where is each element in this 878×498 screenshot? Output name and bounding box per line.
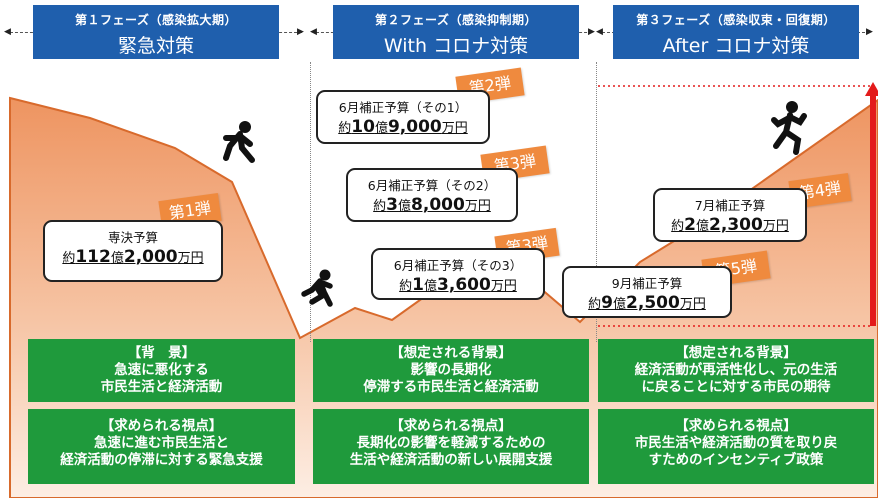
budget-box-6: 9月補正予算 約9億2,500万円 [562,266,732,318]
box-line: 経済活動が再活性化し、元の生活 [634,362,838,378]
box-heading: 【想定される背景】 [390,345,512,361]
arrow-right-icon: ▶ [588,27,595,37]
phase-subtitle: 第３フェーズ（感染収束・回復期） [636,13,836,27]
view-box-3: 【求められる視点】 市民生活や経済活動の質を取り戻 すためのインセンティブ政策 [598,409,874,484]
budget-title: 9月補正予算 [611,276,683,291]
phase-title: With コロナ対策 [383,35,529,57]
phase-header-1: 第１フェーズ（感染拡大期） 緊急対策 [33,5,279,59]
box-line: 生活や経済活動の新しい展開支援 [349,452,553,468]
budget-amount: 約3億8,000万円 [373,195,491,215]
arrow-left-icon: ◀ [596,27,603,37]
phase-header-3: 第３フェーズ（感染収束・回復期） After コロナ対策 [613,5,859,59]
phase-title: After コロナ対策 [662,35,810,57]
budget-amount: 約112億2,000万円 [62,247,204,267]
view-box-1: 【求められる視点】 急速に進む市民生活と 経済活動の停滞に対する緊急支援 [28,409,295,484]
box-line: 長期化の影響を軽減するための [356,435,546,451]
box-line: 影響の長期化 [410,362,492,378]
box-heading: 【求められる視点】 [100,418,223,434]
box-line: すためのインセンティブ政策 [648,452,824,468]
phase-divider-1 [310,62,311,342]
background-box-1: 【背 景】 急速に悪化する 市民生活と経済活動 [28,339,295,402]
budget-title: 6月補正予算（その3） [393,258,523,273]
phase-divider-2 [596,62,597,342]
budget-title: 6月補正予算（その2） [367,178,497,193]
budget-amount: 約1億3,600万円 [399,275,517,295]
arrow-right-icon: ▶ [297,27,304,37]
box-heading: 【背 景】 [127,345,196,361]
arrow-left-icon: ◀ [310,27,317,37]
phase-subtitle: 第１フェーズ（感染拡大期） [75,13,237,27]
budget-box-2: 6月補正予算（その1） 約10億9,000万円 [316,90,490,144]
budget-amount: 約2億2,300万円 [671,215,789,235]
budget-title: 7月補正予算 [694,198,766,213]
phase-subtitle: 第２フェーズ（感染抑制期） [375,13,537,27]
background-box-2: 【想定される背景】 影響の長期化 停滞する市民生活と経済活動 [313,339,589,402]
budget-title: 6月補正予算（その1） [338,100,468,115]
box-heading: 【求められる視点】 [390,418,512,434]
arrow-left-icon: ◀ [4,27,11,37]
box-line: に戻ることに対する市民の期待 [641,379,831,395]
box-line: 市民生活と経済活動 [100,379,223,395]
budget-title: 専決予算 [107,230,158,245]
box-line: 停滞する市民生活と経済活動 [363,379,539,395]
budget-amount: 約10億9,000万円 [338,117,468,137]
box-line: 市民生活や経済活動の質を取り戻 [634,435,838,451]
budget-box-4: 6月補正予算（その3） 約1億3,600万円 [371,248,545,300]
phase-header-2: 第２フェーズ（感染抑制期） With コロナ対策 [333,5,579,59]
phase-title: 緊急対策 [117,35,194,57]
budget-box-1: 専決予算 約112億2,000万円 [43,220,223,282]
view-box-2: 【求められる視点】 長期化の影響を軽減するための 生活や経済活動の新しい展開支援 [313,409,589,484]
budget-box-5: 7月補正予算 約2億2,300万円 [653,188,807,242]
budget-amount: 約9億2,500万円 [588,293,706,313]
box-line: 急速に悪化する [114,362,209,378]
background-box-3: 【想定される背景】 経済活動が再活性化し、元の生活 に戻ることに対する市民の期待 [598,339,874,402]
running-person-icon [771,101,807,155]
crouching-person-icon [301,269,333,307]
box-line: 経済活動の停滞に対する緊急支援 [60,452,263,468]
budget-box-3: 6月補正予算（その2） 約3億8,000万円 [346,168,518,222]
arrow-right-icon: ▶ [866,27,873,37]
box-heading: 【想定される背景】 [675,345,797,361]
box-heading: 【求められる視点】 [675,418,797,434]
running-person-icon [223,121,255,163]
box-line: 急速に進む市民生活と [94,435,229,451]
